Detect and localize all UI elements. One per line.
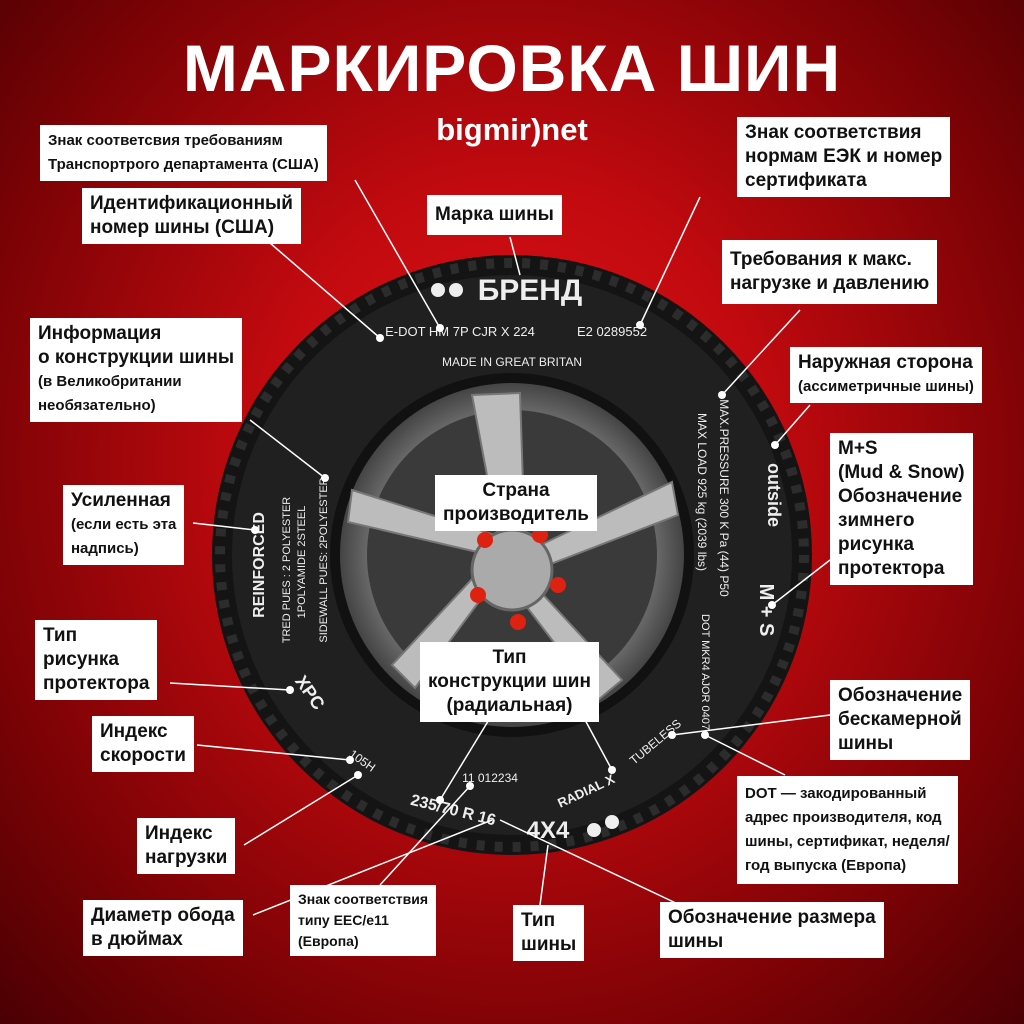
leader-dots: [251, 321, 779, 804]
sidewall-dot: DOT MKR4 AJOR 0407: [699, 614, 711, 730]
sidewall-maxload: MAX LOAD 925 kg (2039 lbs): [695, 413, 709, 571]
sidewall-edot: E-DOT HM 7P CJR X 224: [385, 324, 535, 339]
sidewall-brand: БРЕНД: [478, 274, 583, 307]
sidewall-made: MADE IN GREAT BRITAN: [442, 355, 582, 369]
label-outside: Наружная сторона(ассиметричные шины): [790, 347, 982, 403]
sidewall-code: 11 012234: [462, 771, 518, 785]
label-brand-mark: Марка шины: [427, 195, 562, 235]
label-load-pressure: Требования к макс.нагрузке и давлению: [722, 240, 938, 304]
page-title: МАРКИРОВКА ШИН: [182, 31, 842, 105]
sidewall-reinforced: REINFORCED: [251, 512, 268, 618]
sidewall-sidewall-plies: SIDEWALL PUES: 2POLYESTER: [318, 477, 330, 642]
tread-blocks: [215, 258, 809, 852]
sidewall-outside: outside: [764, 463, 784, 527]
sidewall-tred2: 1POLYAMIDE 2STEEL: [296, 506, 308, 619]
sidewall-tred1: TRED PUES : 2 POLYESTER: [281, 497, 293, 644]
sidewall-e2: E2 0289552: [577, 324, 647, 339]
brand-logo: bigmir)net: [0, 112, 1024, 148]
sidewall-maxpress: MAX.PRESSURE 300 K Pa (44) P50: [717, 399, 731, 597]
sidewall-ms: M + S: [755, 584, 777, 637]
brand-logo-text: bigmir)net: [436, 112, 588, 147]
lug-holes: [470, 527, 566, 630]
sidewall-4x4: 4X4: [527, 817, 570, 844]
sidewall-dots: [431, 283, 619, 837]
